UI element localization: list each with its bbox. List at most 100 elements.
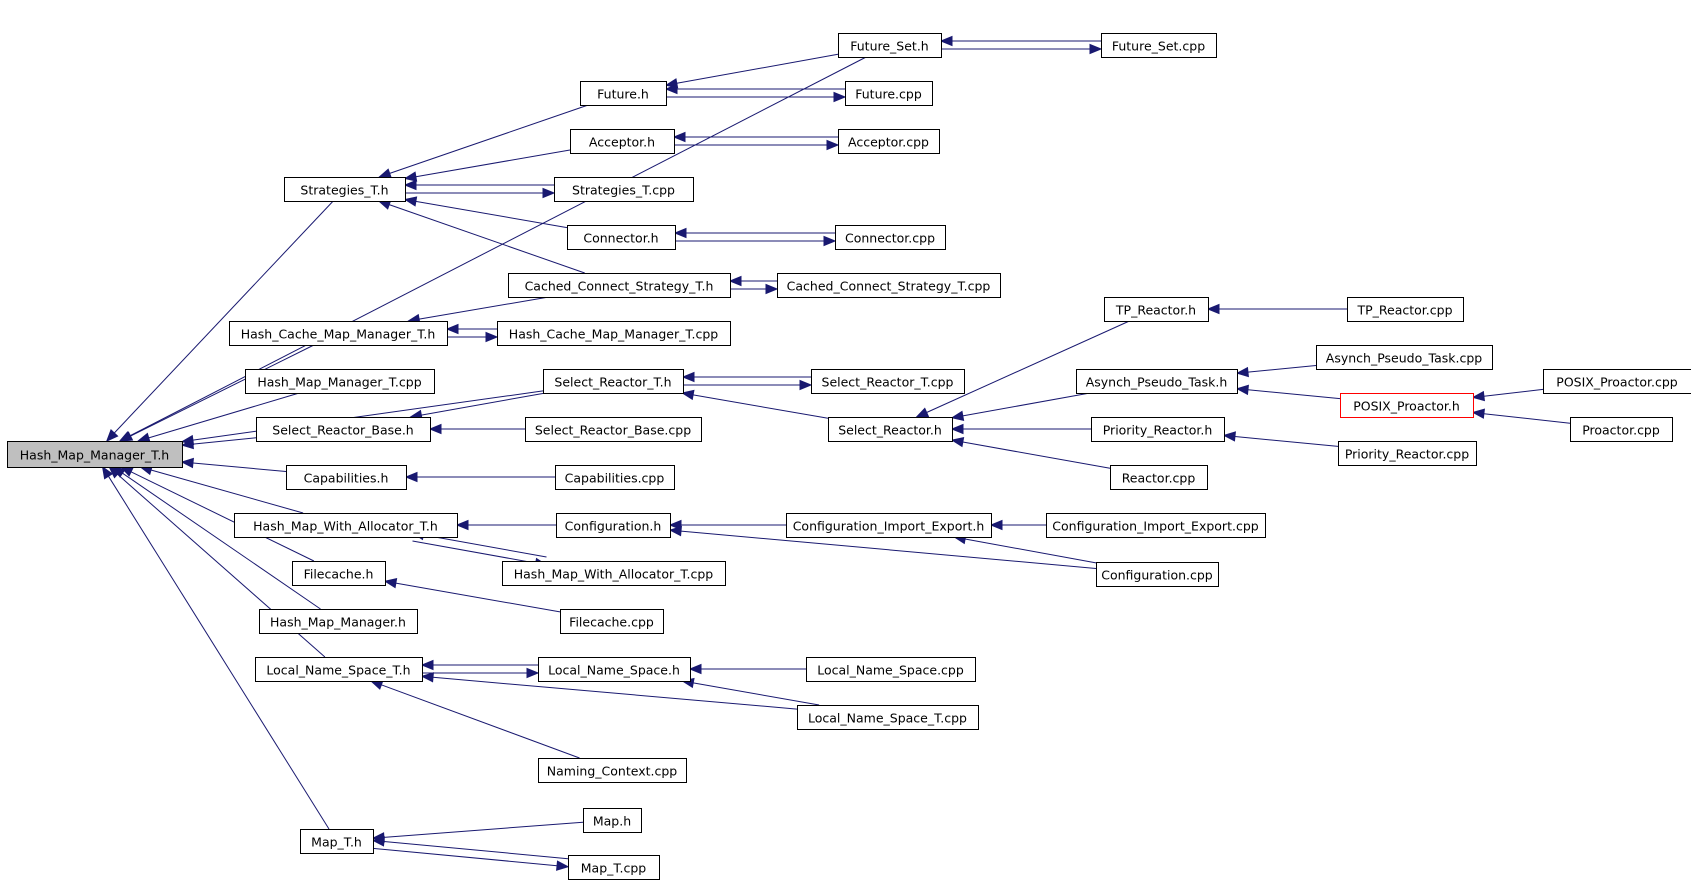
file-node-ccs-t-h[interactable]: Cached_Connect_Strategy_T.h [508, 273, 731, 298]
file-node-hmm-t-cpp[interactable]: Hash_Map_Manager_T.cpp [245, 369, 435, 394]
file-node-apt-h[interactable]: Asynch_Pseudo_Task.h [1076, 369, 1238, 394]
node-label: Future_Set.h [850, 39, 928, 54]
node-label: Reactor.cpp [1122, 471, 1196, 486]
dependency-edge [129, 56, 867, 437]
file-node-hmwa-t-cpp[interactable]: Hash_Map_With_Allocator_T.cpp [502, 561, 726, 586]
node-box [556, 513, 671, 538]
file-node-map-h[interactable]: Map.h [583, 808, 642, 833]
file-node-posix-proactor-cpp[interactable]: POSIX_Proactor.cpp [1543, 369, 1691, 394]
file-node-configuration-h[interactable]: Configuration.h [556, 513, 671, 538]
node-box [786, 513, 992, 538]
arrowhead-icon [556, 860, 570, 871]
dependency-edge [150, 469, 304, 514]
node-box [838, 33, 942, 58]
node-label: Hash_Map_With_Allocator_T.cpp [514, 567, 714, 582]
node-box [1091, 417, 1225, 442]
node-box [1347, 297, 1464, 322]
file-node-priority-reactor-cpp[interactable]: Priority_Reactor.cpp [1338, 441, 1477, 466]
file-node-capabilities-cpp[interactable]: Capabilities.cpp [555, 465, 675, 490]
file-node-strategies-t-h[interactable]: Strategies_T.h [284, 177, 406, 202]
file-node-map-t-h[interactable]: Map_T.h [300, 829, 374, 854]
arrowhead-icon [765, 283, 779, 295]
file-node-acceptor-h[interactable]: Acceptor.h [570, 129, 675, 154]
file-node-future-cpp[interactable]: Future.cpp [845, 81, 933, 106]
node-box [229, 321, 448, 346]
file-node-filecache-h[interactable]: Filecache.h [292, 561, 386, 586]
arrowhead-icon [915, 407, 930, 418]
file-node-cie-cpp[interactable]: Configuration_Import_Export.cpp [1046, 513, 1266, 538]
node-label: Select_Reactor_T.cpp [822, 375, 954, 390]
file-node-map-t-cpp[interactable]: Map_T.cpp [568, 855, 660, 880]
file-node-future-set-cpp[interactable]: Future_Set.cpp [1101, 33, 1217, 58]
file-node-lns-cpp[interactable]: Local_Name_Space.cpp [806, 657, 976, 682]
arrowhead-icon [672, 131, 686, 143]
file-node-future-set-h[interactable]: Future_Set.h [838, 33, 942, 58]
node-box [525, 417, 702, 442]
file-node-proactor-cpp[interactable]: Proactor.cpp [1570, 417, 1673, 442]
file-node-naming-context-cpp[interactable]: Naming_Context.cpp [538, 758, 687, 783]
file-node-hcmm-t-cpp[interactable]: Hash_Cache_Map_Manager_T.cpp [497, 321, 731, 346]
arrowhead-icon [420, 659, 434, 671]
node-label: Select_Reactor_T.h [554, 375, 671, 390]
arrowhead-icon [485, 331, 499, 343]
dependency-edges [101, 35, 1571, 871]
node-box [1104, 297, 1209, 322]
file-node-connector-h[interactable]: Connector.h [567, 225, 676, 250]
file-node-hmwa-t-h[interactable]: Hash_Map_With_Allocator_T.h [234, 513, 458, 538]
file-node-srb-h[interactable]: Select_Reactor_Base.h [256, 417, 431, 442]
file-node-strategies-t-cpp[interactable]: Strategies_T.cpp [554, 177, 694, 202]
node-label: Local_Name_Space.cpp [817, 663, 964, 678]
node-box [234, 513, 458, 538]
file-node-capabilities-h[interactable]: Capabilities.h [286, 465, 407, 490]
dependency-edge [1247, 389, 1341, 400]
node-label: Select_Reactor_Base.h [272, 423, 413, 438]
node-box [1543, 369, 1691, 394]
node-label: Strategies_T.h [300, 183, 388, 198]
file-node-select-reactor-h[interactable]: Select_Reactor.h [828, 417, 953, 442]
file-node-srb-cpp[interactable]: Select_Reactor_Base.cpp [525, 417, 702, 442]
arrowhead-icon [383, 577, 398, 589]
node-box [567, 225, 676, 250]
node-box [580, 81, 667, 106]
file-node-filecache-cpp[interactable]: Filecache.cpp [560, 609, 664, 634]
node-box [7, 441, 183, 468]
arrowhead-icon [681, 371, 695, 383]
node-label: Configuration_Import_Export.cpp [1052, 519, 1258, 534]
file-node-lns-t-h[interactable]: Local_Name_Space_T.h [255, 657, 423, 682]
node-box [256, 417, 431, 442]
node-box [806, 657, 976, 682]
file-node-acceptor-cpp[interactable]: Acceptor.cpp [838, 129, 940, 154]
file-node-sr-t-cpp[interactable]: Select_Reactor_T.cpp [811, 369, 965, 394]
node-label: Select_Reactor_Base.cpp [535, 423, 691, 438]
node-label: Map.h [593, 814, 631, 829]
arrowhead-icon [950, 436, 965, 448]
file-node-cie-h[interactable]: Configuration_Import_Export.h [786, 513, 992, 538]
arrowhead-icon [403, 179, 417, 191]
file-node-reactor-cpp[interactable]: Reactor.cpp [1110, 465, 1208, 490]
node-label: Map_T.cpp [581, 861, 647, 876]
file-node-priority-reactor-h[interactable]: Priority_Reactor.h [1091, 417, 1225, 442]
file-node-lns-h[interactable]: Local_Name_Space.h [538, 657, 691, 682]
node-label: Future.h [597, 87, 649, 102]
dependency-edge [415, 149, 571, 178]
arrowhead-icon [826, 139, 840, 151]
arrowhead-icon [673, 227, 687, 239]
arrowhead-icon [799, 379, 813, 391]
file-node-tp-reactor-h[interactable]: TP_Reactor.h [1104, 297, 1209, 322]
file-node-hmm-t-h: Hash_Map_Manager_T.h [7, 441, 183, 468]
file-node-hmm-h[interactable]: Hash_Map_Manager.h [259, 609, 418, 634]
arrowhead-icon [136, 432, 151, 443]
file-node-configuration-cpp[interactable]: Configuration.cpp [1096, 562, 1219, 587]
node-label: Acceptor.h [589, 135, 655, 150]
file-node-future-h[interactable]: Future.h [580, 81, 667, 106]
file-node-posix-proactor-h[interactable]: POSIX_Proactor.h [1340, 393, 1474, 418]
file-node-sr-t-h[interactable]: Select_Reactor_T.h [543, 369, 684, 394]
file-node-apt-cpp[interactable]: Asynch_Pseudo_Task.cpp [1316, 345, 1493, 370]
file-node-lns-t-cpp[interactable]: Local_Name_Space_T.cpp [797, 705, 979, 730]
file-node-hcmm-t-h[interactable]: Hash_Cache_Map_Manager_T.h [229, 321, 448, 346]
file-node-tp-reactor-cpp[interactable]: TP_Reactor.cpp [1347, 297, 1464, 322]
file-node-connector-cpp[interactable]: Connector.cpp [835, 225, 946, 250]
node-label: Hash_Map_Manager_T.cpp [257, 375, 421, 390]
file-node-ccs-t-cpp[interactable]: Cached_Connect_Strategy_T.cpp [777, 273, 1001, 298]
node-box [1046, 513, 1266, 538]
